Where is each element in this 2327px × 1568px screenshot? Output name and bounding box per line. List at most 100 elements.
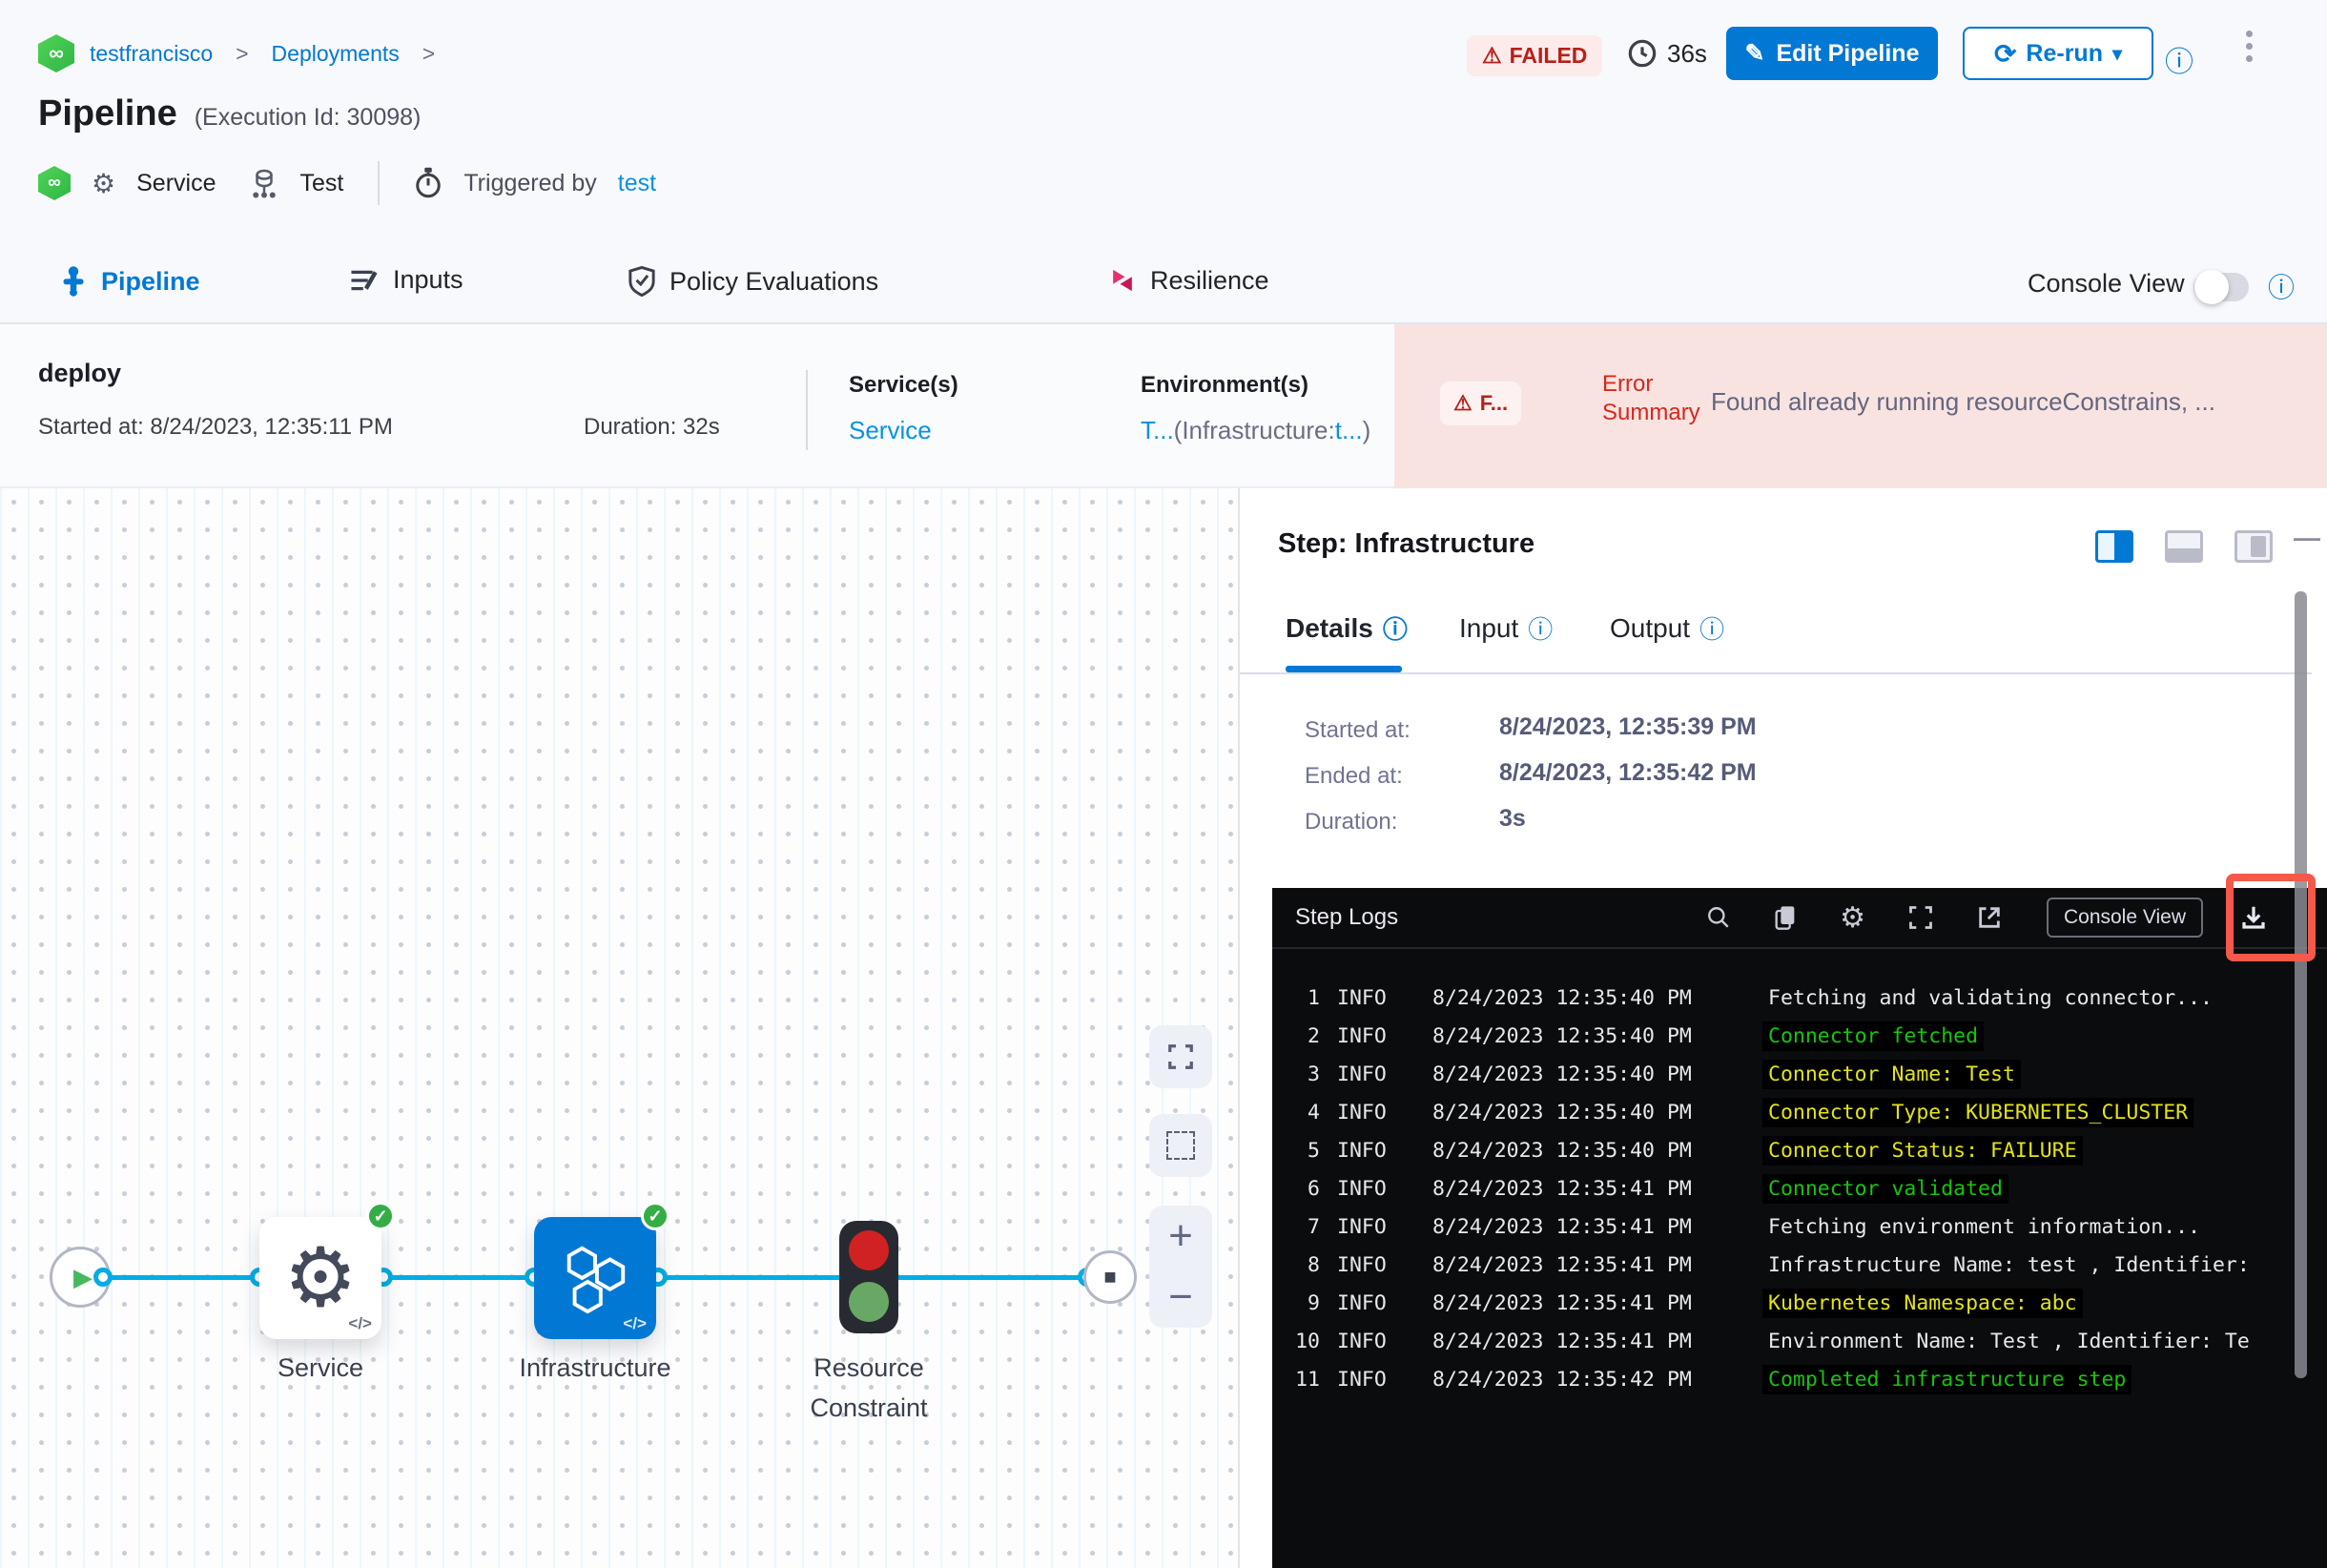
kebab-menu[interactable] — [2239, 25, 2258, 68]
pipeline-icon — [63, 266, 84, 297]
log-fullscreen-icon[interactable] — [1907, 904, 1934, 931]
node-label-infrastructure: Infrastructure — [519, 1353, 671, 1382]
copy-icon[interactable] — [1773, 904, 1798, 931]
layout-right-icon — [2114, 533, 2131, 560]
pencil-icon: ✎ — [1744, 40, 1765, 67]
node-infrastructure[interactable]: </> — [534, 1217, 656, 1339]
stopwatch-icon — [416, 167, 442, 198]
port — [93, 1268, 113, 1287]
edit-pipeline-button[interactable]: ✎ Edit Pipeline — [1726, 27, 1938, 80]
stage-summary-bar: deploy Started at: 8/24/2023, 12:35:11 P… — [0, 324, 2327, 488]
log-settings-gear-icon[interactable]: ⚙ — [1840, 901, 1865, 934]
page-title: Pipeline — [38, 93, 177, 134]
scrollbar-thumb[interactable] — [2295, 591, 2307, 1378]
divider — [378, 161, 381, 205]
minimize-panel-button[interactable]: — — [2294, 523, 2320, 552]
layout-bottom-icon — [2168, 548, 2200, 560]
divider — [1240, 672, 2312, 674]
inputs-icon — [351, 270, 378, 290]
success-check-icon: ✓ — [641, 1202, 669, 1230]
download-logs-icon[interactable] — [2239, 903, 2268, 932]
console-view-button[interactable]: Console View — [2046, 897, 2203, 938]
marquee-icon — [1166, 1131, 1195, 1160]
stage-started-at: Started at: 8/24/2023, 12:35:11 PM — [38, 414, 393, 440]
play-icon: ▶ — [73, 1262, 93, 1291]
service-name: Service — [136, 169, 216, 196]
breadcrumb-project[interactable]: testfrancisco — [90, 40, 214, 66]
annotation-highlight-box — [2226, 874, 2316, 961]
status-badge: ⚠ FAILED — [1467, 35, 1603, 76]
hexagons-icon — [566, 1246, 626, 1314]
tab-resilience[interactable]: Resilience — [1108, 265, 1269, 296]
info-icon: ⓘ — [1382, 615, 1408, 644]
code-tag: </> — [348, 1314, 372, 1332]
gear-icon: ⚙ — [92, 168, 116, 198]
end-node[interactable]: ■ — [1083, 1250, 1137, 1304]
harness-logo-icon: ∞ — [38, 166, 71, 200]
canvas-fullscreen-button[interactable] — [1149, 1025, 1212, 1088]
zoom-out-button[interactable]: − — [1168, 1273, 1193, 1320]
red-light-icon — [849, 1230, 889, 1270]
clock-icon — [1628, 39, 1657, 68]
divider — [806, 370, 808, 450]
resilience-icon — [1113, 269, 1132, 292]
info-icon[interactable]: ⓘ — [2268, 273, 2296, 302]
tab-details[interactable]: Details ⓘ — [1286, 610, 1408, 646]
triggered-by-user[interactable]: test — [617, 169, 657, 196]
tab-pipeline[interactable]: Pipeline — [59, 265, 200, 298]
edge — [105, 1275, 259, 1280]
breadcrumb-separator-icon: > — [236, 40, 249, 66]
ended-at-label: Ended at: — [1305, 763, 1403, 789]
warning-icon: ⚠ — [1453, 391, 1472, 415]
console-view-label: Console View — [2028, 269, 2185, 298]
layout-bottom-view-button[interactable] — [2165, 530, 2203, 563]
stage-name[interactable]: deploy — [38, 359, 122, 387]
rerun-button[interactable]: ⟳ Re-run ▾ — [1963, 27, 2153, 80]
environments-label: Environment(s) — [1141, 372, 1309, 398]
layout-float-view-button[interactable] — [2234, 530, 2273, 563]
success-check-icon: ✓ — [366, 1202, 395, 1230]
pipeline-canvas[interactable]: ▶ ⚙ </> ✓ Service </> ✓ Infrastructure — [0, 488, 1240, 1568]
service-link[interactable]: Service — [849, 416, 932, 444]
tab-input[interactable]: Input ⓘ — [1459, 610, 1553, 646]
open-external-icon[interactable] — [1976, 904, 2003, 931]
node-service[interactable]: ⚙ </> — [259, 1217, 381, 1339]
view-tabbar: Pipeline Inputs Policy Evaluations Res — [0, 244, 2327, 324]
tab-inputs[interactable]: Inputs — [349, 265, 463, 295]
fullscreen-icon — [1168, 1044, 1193, 1069]
canvas-select-button[interactable] — [1149, 1114, 1212, 1177]
console-view-toggle[interactable] — [2193, 270, 2249, 304]
search-icon[interactable] — [1706, 905, 1731, 930]
info-icon[interactable]: ⓘ — [2165, 47, 2193, 78]
layout-right-view-button[interactable] — [2095, 530, 2133, 563]
layout-float-icon — [2251, 536, 2266, 557]
tab-output[interactable]: Output ⓘ — [1610, 610, 1724, 646]
zoom-in-button[interactable]: + — [1168, 1212, 1193, 1259]
triggered-by-label: Triggered by — [463, 169, 597, 196]
error-summary-label: Error Summary — [1602, 371, 1700, 425]
breadcrumb-separator-icon: > — [422, 40, 436, 66]
ended-at-value: 8/24/2023, 12:35:42 PM — [1499, 759, 1757, 786]
active-tab-underline — [1286, 666, 1402, 672]
code-tag: </> — [623, 1314, 647, 1332]
gear-icon: ⚙ — [283, 1232, 358, 1324]
tab-policy-evaluations[interactable]: Policy Evaluations — [628, 265, 878, 298]
warning-icon: ⚠ — [1482, 43, 1502, 68]
environment-link[interactable]: T...(Infrastructure:t...) — [1141, 416, 1371, 444]
breadcrumb-deployments[interactable]: Deployments — [271, 40, 400, 66]
shield-check-icon — [628, 265, 655, 298]
breadcrumb: ∞ testfrancisco > Deployments > — [38, 34, 443, 72]
node-resource-constraint[interactable] — [839, 1221, 898, 1333]
canvas-zoom-controls: + − — [1149, 1206, 1212, 1328]
stop-icon: ■ — [1103, 1265, 1117, 1289]
edge — [381, 1275, 534, 1280]
error-status-badge: ⚠ F... — [1440, 382, 1522, 425]
